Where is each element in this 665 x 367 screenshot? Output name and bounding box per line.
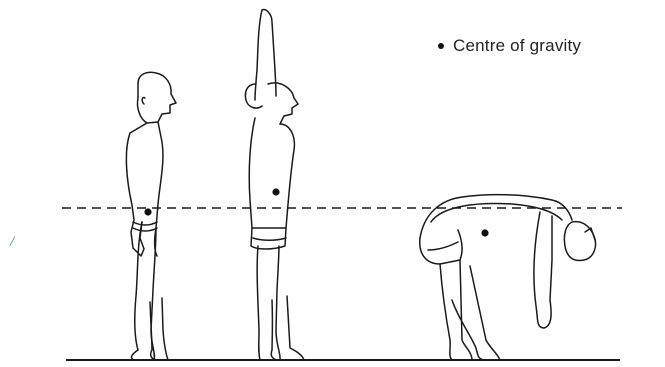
center-of-gravity-standing bbox=[144, 208, 151, 215]
center-of-gravity-bent-forward bbox=[481, 229, 488, 236]
figure-standing bbox=[126, 72, 176, 360]
legend-label: Centre of gravity bbox=[453, 36, 581, 56]
figure-arms-raised bbox=[245, 10, 304, 360]
legend: Centre of gravity bbox=[438, 36, 581, 56]
figure-bent-forward bbox=[420, 195, 596, 360]
center-of-gravity-arms-raised bbox=[272, 188, 279, 195]
legend-marker-icon bbox=[438, 43, 444, 49]
edge-mark: / bbox=[10, 234, 14, 251]
